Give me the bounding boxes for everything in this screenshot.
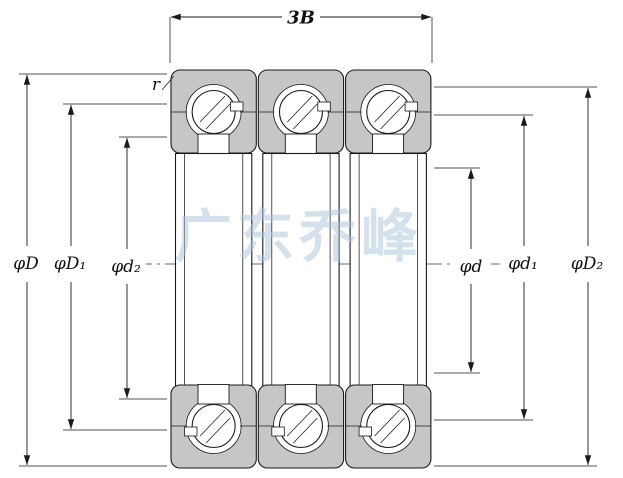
label-radius-r: r xyxy=(152,75,161,95)
label-phi-D1: φD₁ xyxy=(54,254,86,274)
label-phi-D: φD xyxy=(13,254,39,274)
label-bg xyxy=(106,252,146,279)
label-phi-d1: φd₁ xyxy=(508,254,538,274)
watermark-text: 广东乔峰 xyxy=(175,204,423,270)
label-phi-d2: φd₂ xyxy=(111,257,141,277)
extension-lines xyxy=(19,17,597,467)
label-width-3b: 3B xyxy=(287,7,315,28)
label-bg xyxy=(451,252,491,279)
label-phi-d: φd xyxy=(460,257,483,277)
dimension-lines xyxy=(23,13,592,466)
label-phi-D2: φD₂ xyxy=(571,254,604,274)
